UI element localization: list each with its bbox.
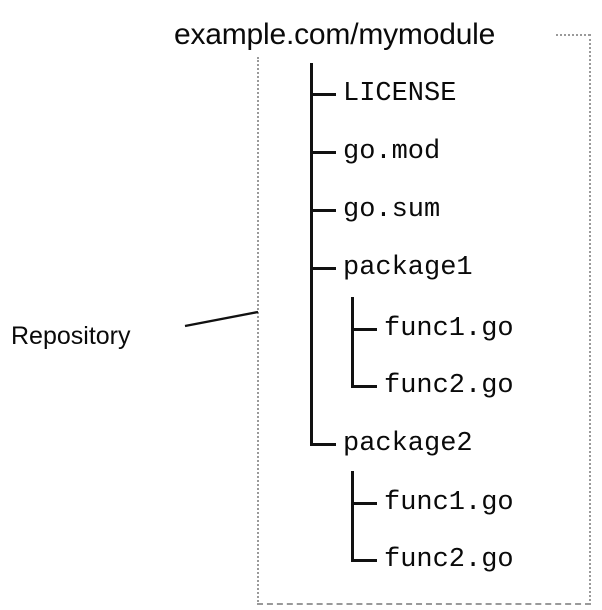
tree-stub-license: [310, 93, 336, 96]
tree-stub-gomod: [310, 151, 336, 154]
repository-boundary-right: [589, 34, 591, 605]
repository-boundary-bottom: [257, 603, 591, 605]
tree-item-go-mod: go.mod: [343, 137, 441, 167]
tree-stub-package2-func2: [351, 559, 377, 562]
tree-trunk-root: [310, 63, 313, 446]
repository-boundary-top-right: [556, 34, 590, 36]
tree-stub-gosum: [310, 209, 336, 212]
tree-item-package2-func1: func1.go: [384, 488, 514, 518]
tree-item-package1: package1: [343, 253, 473, 283]
tree-item-package2-func2: func2.go: [384, 545, 514, 575]
tree-item-package2: package2: [343, 429, 473, 459]
tree-trunk-package1: [351, 297, 354, 388]
tree-trunk-package2: [351, 471, 354, 562]
tree-stub-package2-func1: [351, 502, 377, 505]
tree-item-license: LICENSE: [343, 79, 457, 109]
repository-annotation-label: Repository: [11, 322, 131, 350]
tree-stub-package1-func1: [351, 328, 377, 331]
tree-item-package1-func1: func1.go: [384, 314, 514, 344]
tree-item-go-sum: go.sum: [343, 195, 441, 225]
tree-stub-package1-func2: [351, 385, 377, 388]
repository-boundary-left: [257, 57, 259, 605]
tree-item-package1-func2: func2.go: [384, 371, 514, 401]
tree-stub-package1: [310, 267, 336, 270]
module-path-title: example.com/mymodule: [174, 18, 496, 51]
tree-stub-package2: [310, 443, 336, 446]
